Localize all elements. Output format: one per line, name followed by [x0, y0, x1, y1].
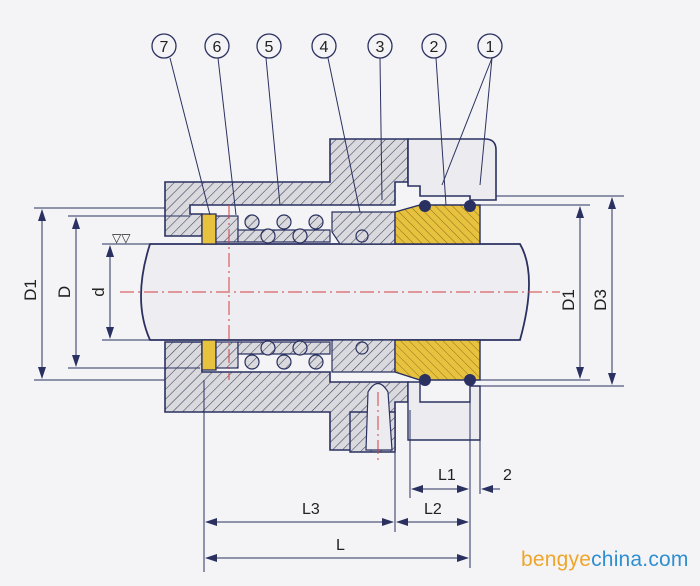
surface-finish-symbol: ▽▽ — [112, 231, 131, 245]
o-ring-4-upper — [355, 229, 369, 243]
svg-text:1: 1 — [486, 39, 495, 56]
bottom-dimensions — [203, 380, 500, 572]
svg-text:4: 4 — [320, 39, 329, 56]
spring-seat-upper — [237, 229, 331, 243]
dim-L3: L3 — [302, 501, 320, 518]
retainer-lower — [215, 341, 239, 369]
callout-5: 5 — [256, 33, 282, 59]
svg-text:7: 7 — [160, 39, 169, 56]
watermark-part-a: bengye — [521, 548, 592, 571]
dim-gap: 2 — [503, 467, 512, 484]
dim-D3: D3 — [591, 289, 610, 311]
o-ring-2-upper-b — [464, 200, 476, 212]
seal-face-lower — [394, 339, 481, 381]
pin-ring-upper — [201, 213, 217, 245]
watermark: bengyechina.com — [521, 548, 689, 572]
dim-L: L — [336, 537, 345, 554]
dim-D: D — [55, 286, 74, 298]
shaft — [140, 243, 530, 341]
callout-4: 4 — [311, 33, 337, 59]
o-ring-2-upper-a — [419, 200, 431, 212]
callout-7: 7 — [151, 33, 177, 59]
dim-D1-left: D1 — [21, 279, 40, 301]
watermark-part-b: china.com — [591, 548, 689, 571]
dim-L2: L2 — [424, 501, 442, 518]
pin-ring-lower — [201, 339, 217, 371]
callout-3: 3 — [367, 33, 393, 59]
outer-sleeve — [407, 138, 497, 201]
outer-sleeve-lower — [407, 381, 481, 441]
dim-D1-right: D1 — [559, 289, 578, 311]
leader-lines — [169, 57, 493, 216]
callout-2: 2 — [421, 33, 447, 59]
left-arrowheads — [38, 209, 114, 379]
port-detail — [365, 382, 393, 451]
push-ring-upper — [331, 211, 396, 245]
spring-lower — [244, 340, 324, 370]
o-ring-2-lower-a — [419, 374, 431, 386]
svg-text:5: 5 — [265, 39, 274, 56]
bottom-arrowheads — [205, 485, 493, 562]
right-arrowheads — [576, 197, 616, 385]
dim-d: d — [89, 287, 108, 296]
seal-face-upper — [394, 204, 481, 245]
o-ring-4-lower — [355, 341, 369, 355]
callouts: 7 6 5 4 3 2 1 — [151, 33, 503, 59]
callout-1: 1 — [477, 33, 503, 59]
callout-6: 6 — [204, 33, 230, 59]
svg-text:6: 6 — [213, 39, 222, 56]
dim-L1: L1 — [438, 467, 456, 484]
o-ring-2-lower-b — [464, 374, 476, 386]
spring-seat-lower — [237, 341, 331, 355]
centerlines — [120, 205, 560, 460]
left-dimensions — [34, 207, 200, 381]
svg-text:3: 3 — [376, 39, 385, 56]
spring-upper — [244, 214, 324, 244]
right-dimensions — [480, 195, 624, 387]
retainer-upper — [215, 215, 239, 243]
svg-text:2: 2 — [430, 39, 439, 56]
